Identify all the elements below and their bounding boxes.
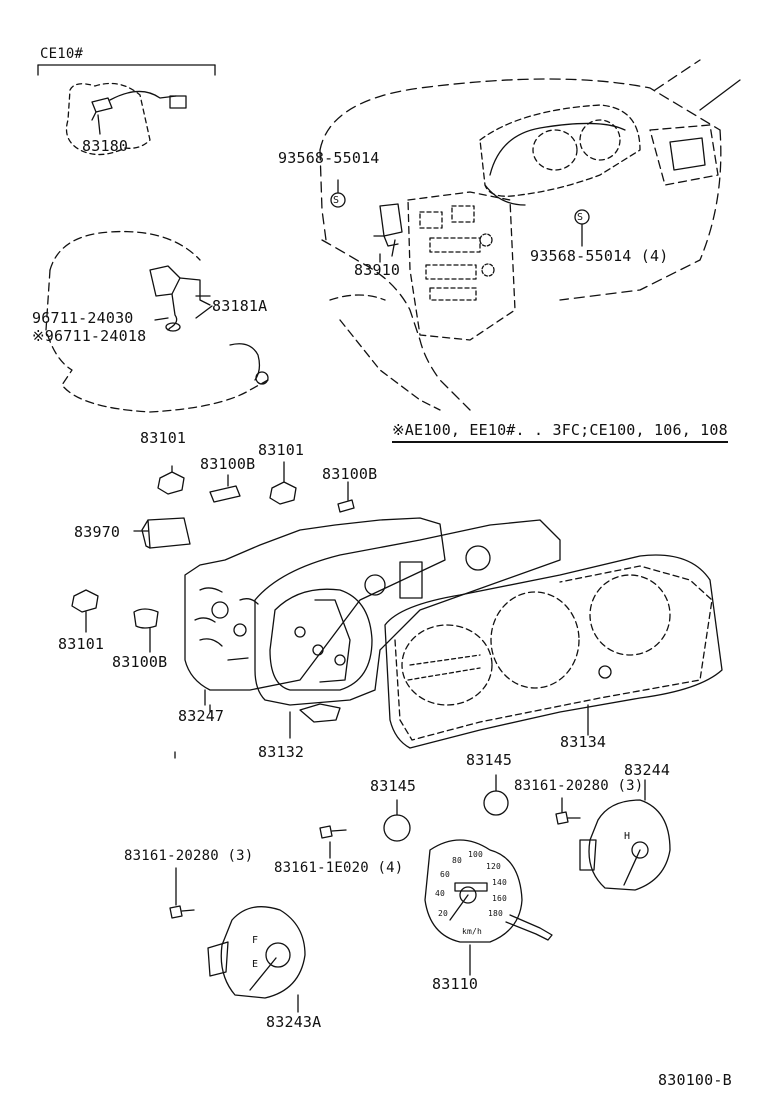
part-label-83101-top: 83101 [140,429,187,447]
knob-83145-right [483,790,509,816]
part-label-96711-24018: ※96711-24018 [32,327,147,345]
part-label-83161-20280-left: 83161-20280 (3) [124,848,254,864]
part-label-83180: 83180 [82,137,129,155]
part-label-83101-left: 83101 [58,635,105,653]
speed-tick-120: 120 [486,862,502,871]
part-label-83181a: 83181A [212,297,268,315]
speed-tick-60: 60 [440,870,451,879]
s-symbol-right: S [577,212,584,223]
small-parts [71,461,355,653]
lens-83134 [384,554,723,749]
speed-tick-160: 160 [492,894,508,903]
speedometer-83110 [424,839,553,976]
leader-lines [174,235,385,759]
dashboard-assembly [319,59,741,411]
part-label-83101-right: 83101 [258,441,305,459]
part-label-83145-left: 83145 [370,777,417,795]
part-label-83100b-right: 83100B [322,465,378,483]
harness-83181a [45,230,269,413]
part-label-96711-24030: 96711-24030 [32,309,134,327]
knob-83145-left [383,814,411,842]
fuel-full-mark: F [252,935,259,946]
part-label-83134: 83134 [560,733,607,751]
drawing-id: 830100-B [658,1071,732,1089]
part-label-83243a: 83243A [266,1013,322,1031]
part-label-83145-right: 83145 [466,751,513,769]
part-label-83132: 83132 [258,743,305,761]
fuel-gauge-83243a [207,906,306,1013]
speed-tick-140: 140 [492,878,508,887]
applicability-note: ※AE100, EE10#. . 3FC;CE100, 106, 108 [392,422,728,443]
housing-83132 [254,519,561,739]
s-symbol-left: S [333,195,340,206]
part-label-83161-1e020: 83161-1E020 (4) [274,860,404,876]
part-label-83110: 83110 [432,975,479,993]
speed-tick-20: 20 [438,909,449,918]
speed-unit: km/h [462,927,483,936]
part-label-83100b-left: 83100B [112,653,168,671]
part-label-83910: 83910 [354,261,401,279]
fuel-empty-mark: E [252,959,259,970]
speed-tick-100: 100 [468,850,484,859]
speed-tick-40: 40 [435,889,446,898]
temp-gauge-83244 [579,779,671,891]
speed-tick-180: 180 [488,909,504,918]
part-label-83247: 83247 [178,707,225,725]
part-label-93568-55014: 93568-55014 [278,149,380,167]
variant-note: CE10# [40,46,84,62]
circuit-plate-83247 [184,517,446,706]
temp-hot-mark: H [624,831,631,842]
part-label-83244: 83244 [624,761,671,779]
screws [169,797,581,919]
part-label-83161-20280-right: 83161-20280 (3) [514,778,644,794]
speed-tick-80: 80 [452,856,463,865]
sensor-83180 [65,82,187,156]
part-label-93568-55014-4: 93568-55014 (4) [530,247,669,265]
ce10-bracket [37,64,216,76]
part-label-83970: 83970 [74,523,121,541]
part-label-83100b-top: 83100B [200,455,256,473]
